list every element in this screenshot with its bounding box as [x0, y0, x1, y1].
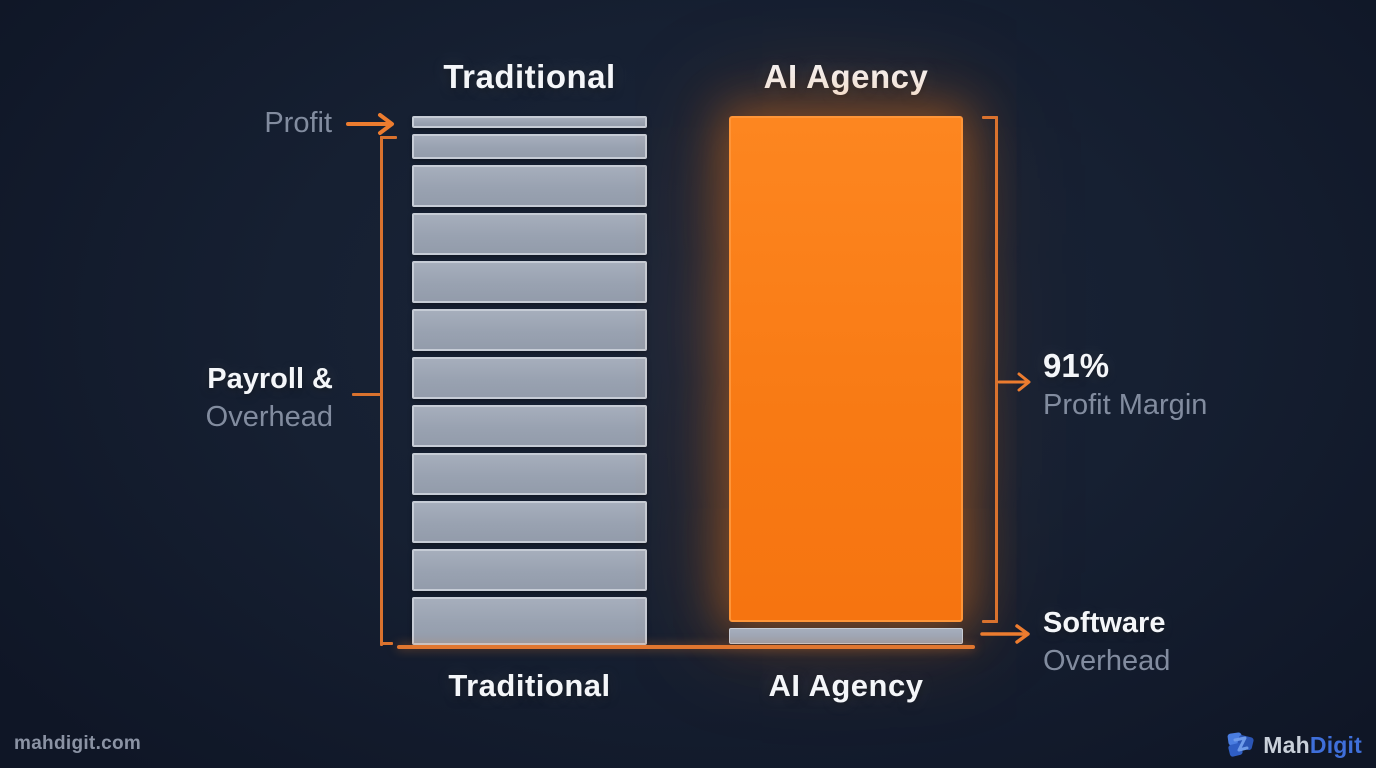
traditional-bar-segment — [412, 453, 647, 495]
traditional-bar-segment — [412, 501, 647, 543]
profit-arrow-icon — [346, 113, 394, 135]
profit-margin-value: 91% — [1043, 347, 1110, 384]
traditional-bar-segment — [412, 116, 647, 128]
payroll-bracket-bottom-tick — [380, 642, 393, 645]
margin-bracket-bottom-tick — [982, 620, 998, 623]
payroll-bracket-mid-tick — [352, 393, 381, 396]
mahdigit-logo: MahDigit — [1225, 731, 1362, 759]
mahdigit-logo-icon — [1227, 732, 1254, 757]
payroll-bracket-top-tick — [380, 136, 397, 139]
brand-digit: Digit — [1309, 731, 1362, 758]
traditional-bar-segment — [412, 597, 647, 645]
traditional-bar-segment — [412, 405, 647, 447]
payroll-bracket-line — [380, 136, 383, 646]
margin-bracket-line — [995, 116, 998, 623]
ai-agency-software-overhead-bar — [729, 628, 963, 644]
traditional-bar-segment — [412, 261, 647, 303]
chart-baseline — [397, 645, 975, 649]
payroll-label-line2: Overhead — [205, 401, 333, 433]
traditional-bar-segment — [412, 134, 647, 159]
ai-agency-bottom-label: AI Agency — [768, 668, 924, 703]
software-overhead-arrow-icon — [980, 624, 1030, 644]
traditional-bar-segment — [412, 357, 647, 399]
margin-bracket-top-tick — [982, 116, 998, 119]
traditional-bar-segment — [412, 549, 647, 591]
traditional-bottom-label: Traditional — [448, 668, 611, 703]
software-label-line1: Software — [1043, 607, 1166, 639]
profit-margin-label: Profit Margin — [1043, 389, 1208, 421]
profit-label: Profit — [264, 107, 332, 139]
traditional-bar-segment — [412, 165, 647, 207]
ai-agency-profit-bar — [729, 116, 963, 622]
profit-margin-callout: 91% Profit Margin — [1043, 346, 1263, 424]
traditional-stacked-bar — [412, 116, 647, 645]
payroll-label-line1: Payroll & — [207, 363, 333, 395]
software-overhead-callout: Software Overhead — [1043, 604, 1263, 680]
brand-mah: Mah — [1263, 731, 1310, 758]
traditional-top-title: Traditional — [443, 58, 616, 95]
traditional-bar-segment — [412, 213, 647, 255]
profit-margin-arrow-icon — [997, 372, 1031, 392]
payroll-overhead-label: Payroll & Overhead — [130, 360, 333, 436]
website-watermark: mahdigit.com — [14, 733, 142, 754]
mahdigit-logo-text: MahDigit — [1263, 732, 1362, 759]
ai-agency-top-title: AI Agency — [763, 58, 929, 95]
traditional-bar-segment — [412, 309, 647, 351]
software-label-line2: Overhead — [1043, 645, 1171, 677]
